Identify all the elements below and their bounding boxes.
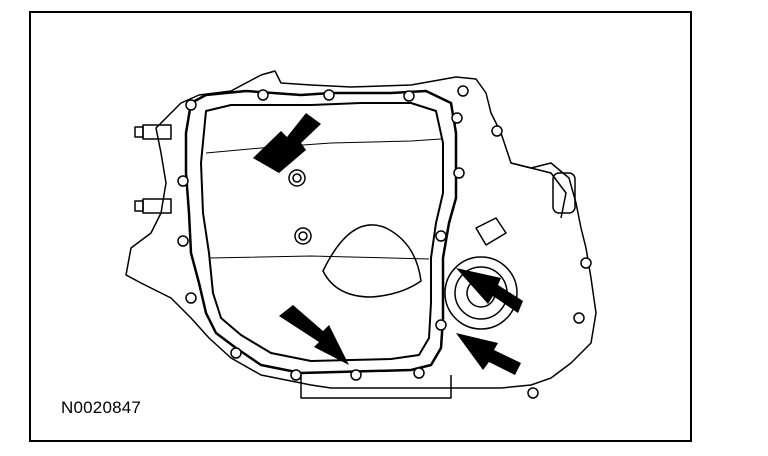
case-housing [125, 70, 597, 389]
figure-id-label: N0020847 [61, 398, 142, 417]
arrow-bottom-left [279, 305, 349, 365]
transmission-drawing [125, 70, 597, 399]
oil-pan [200, 102, 444, 362]
callout-arrows [253, 113, 523, 375]
arrow-right-lower [456, 333, 521, 375]
arrow-right-upper [456, 268, 523, 313]
figure-frame: N0020847 [29, 11, 692, 442]
pan-flange [184, 89, 458, 375]
sump-dome [322, 224, 422, 298]
pan-bolts [177, 85, 592, 399]
arrow-top [253, 113, 321, 173]
side-fittings [134, 124, 172, 214]
shift-lever [475, 217, 507, 246]
